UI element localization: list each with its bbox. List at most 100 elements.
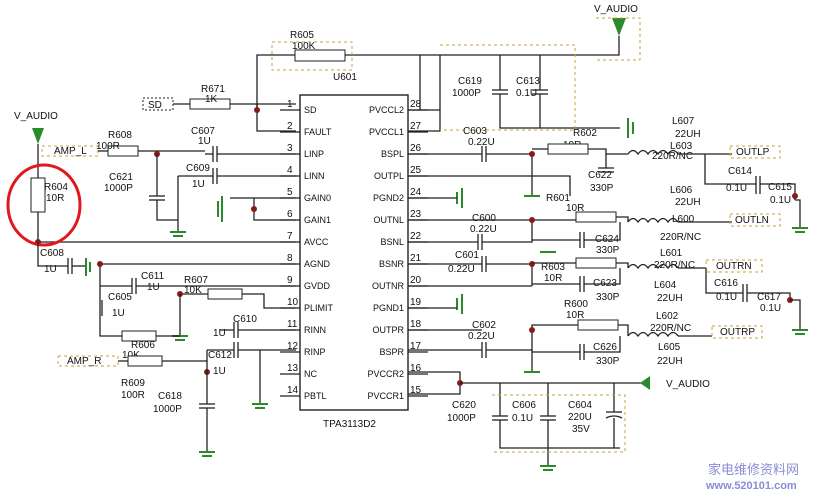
value-label: 1U (213, 366, 226, 377)
outrp-port (711, 325, 763, 339)
ic-body (299, 94, 409, 411)
inductor-l601 (627, 263, 679, 270)
outrn-label: OUTRN (716, 261, 752, 272)
pin-number: 12 (287, 341, 299, 352)
value-label: 1000P (153, 404, 182, 415)
pin-number: 17 (410, 341, 422, 352)
junction-dot (792, 193, 798, 199)
pin-name: AGND (304, 259, 331, 269)
value-label: 0.1U (760, 303, 781, 314)
resistor-r602 (547, 143, 589, 155)
outlp-label: OUTLP (736, 147, 770, 158)
wire (616, 216, 629, 222)
pin-number: 6 (287, 209, 293, 220)
pin-name: GAIN1 (304, 215, 331, 225)
pin-name: OUTPR (373, 325, 405, 335)
right-output-stage: C601 0.22U R603 10R C623 330P L601 220R/… (408, 248, 808, 373)
junction-dot (251, 206, 257, 212)
inductor-l606 (627, 217, 679, 224)
pin-number: 3 (287, 143, 293, 154)
value-label: 1U (112, 308, 125, 319)
wire (705, 268, 743, 294)
ic-part: TPA3113D2 (323, 419, 376, 430)
dashed-outline (492, 394, 626, 453)
wire (704, 154, 756, 185)
ref-label: C618 (158, 391, 182, 402)
amp-l-port (41, 145, 99, 157)
value-label: 220U (568, 412, 592, 423)
pin-name: PVCCR2 (367, 369, 404, 379)
ref-label: C622 (588, 170, 612, 181)
wire (253, 198, 296, 221)
pin-number: 20 (410, 275, 422, 286)
wire (584, 336, 621, 353)
ref-label: R603 (541, 262, 565, 273)
amp-r-port (57, 355, 119, 367)
wire (588, 148, 607, 168)
pin-number: 15 (410, 385, 422, 396)
value-label: 10R (566, 203, 584, 214)
value-label: 1U (213, 328, 226, 339)
pin-name: PGND2 (373, 193, 404, 203)
highlight-circle (6, 163, 82, 247)
ref-label: C608 (40, 248, 64, 259)
outlp-port (729, 145, 781, 159)
pin-number: 26 (410, 143, 422, 154)
amp-r-label: AMP_R (67, 356, 101, 367)
power-arrow-icon (612, 18, 626, 36)
resistor-r600 (577, 319, 619, 331)
ref-label: R605 (290, 30, 314, 41)
outrp-label: OUTRP (720, 327, 755, 338)
pin-name: PLIMIT (304, 303, 334, 313)
value-label: 22UH (657, 356, 683, 367)
wire (584, 222, 621, 241)
voltage-label: 35V (572, 424, 590, 435)
pin-number: 11 (287, 319, 298, 330)
v-audio-top-port: V_AUDIO (420, 4, 641, 61)
resistor-r607 (207, 288, 243, 300)
outln-label: OUTLN (735, 215, 769, 226)
value-label: 0.1U (770, 195, 791, 206)
watermark-cn: 家电维修资料网 (708, 462, 799, 477)
wire (482, 220, 533, 243)
cap-plate-electrolytic (605, 415, 623, 419)
ref-label: C612 (208, 350, 232, 361)
pin-name: PVCCR1 (367, 391, 404, 401)
ref-label: C601 (455, 250, 479, 261)
value-label: 0.1U (512, 413, 533, 424)
value-label: 0.1U (516, 88, 537, 99)
bottom-supply: V_AUDIO C620 1000P C606 0.1U C604 220U 3… (408, 371, 710, 471)
pin-number: 25 (410, 165, 422, 176)
pin-name: BSNR (379, 259, 405, 269)
pin-name: PGND1 (373, 303, 404, 313)
ref-label: C615 (768, 182, 792, 193)
pin-number: 24 (410, 187, 422, 198)
dashed-outline (271, 41, 353, 71)
top-supply-caps: C619 1000P C613 0.1U (408, 44, 634, 138)
wire (584, 268, 621, 285)
junction-dot (254, 107, 260, 113)
wire (616, 262, 629, 268)
pin-number: 8 (287, 253, 293, 264)
agnd-network: C608 1U (37, 242, 296, 276)
value-label: 0.22U (448, 264, 475, 275)
wire (499, 420, 620, 449)
pin-name: SD (304, 105, 317, 115)
pin-number: 5 (287, 187, 293, 198)
pin-number: 22 (410, 231, 422, 242)
pin-number: 21 (410, 253, 422, 264)
pin-name: NC (304, 369, 317, 379)
watermark: 家电维修资料网 www.520101.com (705, 462, 799, 492)
left-output-stage: C603 0.22U R602 10R C622 330P L607 22UH … (408, 116, 808, 256)
pin-name: AVCC (304, 237, 329, 247)
ref-label: C620 (452, 400, 476, 411)
power-arrow-icon (640, 376, 650, 390)
value-label: 0.1U (726, 183, 747, 194)
ref-label: L606 (670, 185, 693, 196)
value-label: 1000P (452, 88, 481, 99)
